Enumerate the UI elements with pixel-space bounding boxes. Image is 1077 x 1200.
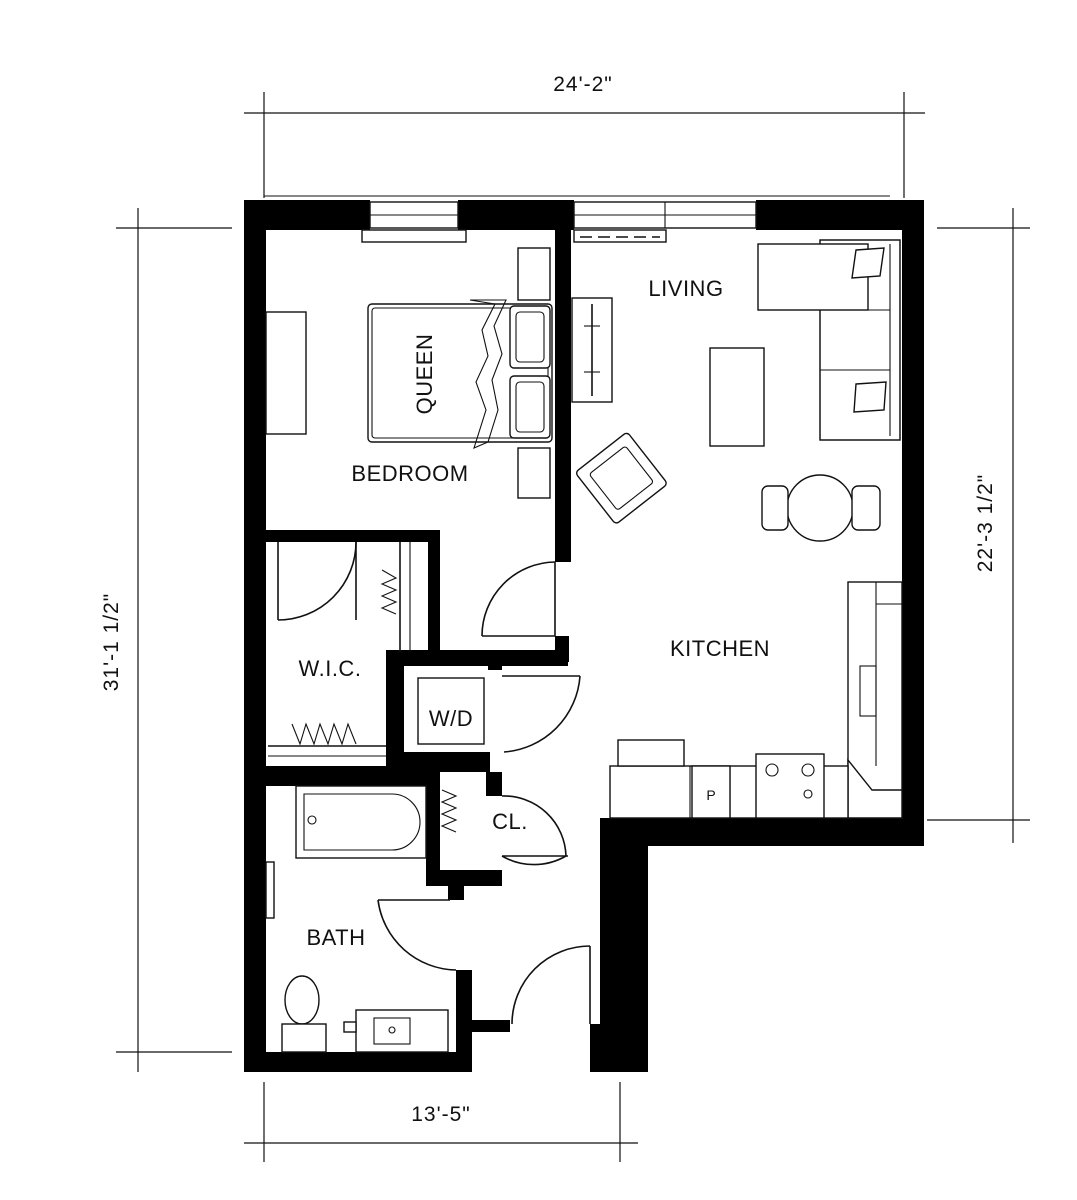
room-label-wic: W.I.C.: [299, 656, 362, 681]
dim-bottom-width: 13'-5": [411, 1103, 471, 1126]
coffee-table: [709, 347, 765, 447]
room-label-closet: CL.: [492, 809, 528, 834]
washer-dryer: [417, 677, 485, 745]
towel-bar: [265, 861, 275, 919]
dim-top-width: 24'-2": [553, 73, 613, 96]
dimension-lines: [116, 92, 1030, 1162]
pantry: [691, 765, 731, 819]
room-label-wd: W/D: [429, 706, 473, 731]
pantry-label: P: [706, 787, 715, 803]
room-label-living: LIVING: [648, 276, 723, 301]
room-label-kitchen: KITCHEN: [670, 636, 770, 661]
bathtub: [295, 785, 427, 859]
bed-label: QUEEN: [412, 334, 437, 415]
bed: [367, 299, 553, 449]
walls: [244, 200, 924, 1072]
range: [755, 753, 825, 819]
dresser: [265, 311, 307, 435]
room-label-bath: BATH: [306, 925, 365, 950]
armchair: [575, 432, 667, 524]
dining-set: [761, 474, 881, 542]
windows: [264, 195, 890, 243]
dim-left-height: 31'-1 1/2": [100, 593, 123, 692]
tv-console: [571, 297, 613, 403]
toilet: [281, 975, 327, 1053]
dim-right-height: 22'-3 1/2": [974, 474, 997, 573]
vanity: [343, 1009, 449, 1053]
sectional-sofa: [757, 239, 901, 441]
doors: [277, 541, 591, 1025]
room-label-bedroom: BEDROOM: [351, 461, 468, 486]
nightstands: [517, 247, 551, 499]
closet-rods: [268, 542, 458, 833]
